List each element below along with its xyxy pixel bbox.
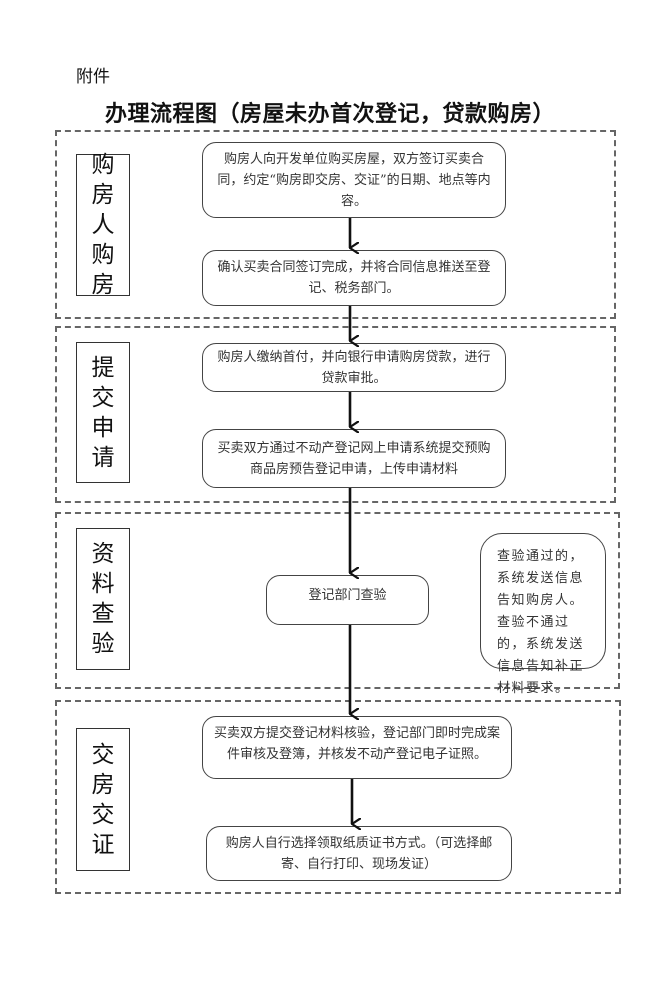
section-label-handover-certificate: 交房交证 (76, 728, 130, 871)
step-confirm-contract: 确认买卖合同签订完成，并将合同信息推送至登记、税务部门。 (202, 250, 506, 306)
section-label-char: 人 (91, 212, 115, 238)
section-label-char: 料 (91, 571, 115, 597)
attachment-label: 附件 (76, 67, 110, 87)
section-label-buyer-purchase: 购房人购房 (76, 152, 130, 298)
page-title: 办理流程图（房屋未办首次登记，贷款购房） (104, 101, 555, 127)
step-verify-and-issue-certificate: 买卖双方提交登记材料核验，登记部门即时完成案件审核及登簿，并核发不动产登记电子证… (202, 716, 512, 779)
section-label-document-verification: 资料查验 (76, 528, 130, 670)
step-sign-contract: 购房人向开发单位购买房屋，双方签订买卖合同，约定“购房即交房、交证”的日期、地点… (202, 142, 506, 218)
section-label-char: 房 (91, 771, 115, 798)
section-submit-application (55, 326, 616, 503)
section-label-char: 资 (91, 541, 115, 567)
section-label-char: 验 (91, 631, 115, 657)
section-label-char: 购 (91, 242, 115, 268)
section-label-char: 房 (91, 272, 115, 298)
section-label-char: 房 (91, 182, 115, 208)
section-label-char: 证 (91, 831, 115, 858)
step-down-payment-loan: 购房人缴纳首付，并向银行申请购房贷款，进行贷款审批。 (202, 343, 506, 392)
section-label-char: 请 (91, 444, 115, 471)
section-label-char: 提 (91, 354, 115, 381)
step-online-application: 买卖双方通过不动产登记网上申请系统提交预购商品房预告登记申请，上传申请材料 (202, 429, 506, 488)
section-handover-certificate (55, 700, 621, 894)
section-label-char: 交 (91, 801, 115, 828)
section-buyer-purchase (55, 130, 616, 319)
section-label-submit-application: 提交申请 (76, 342, 130, 483)
section-label-char: 申 (91, 414, 115, 441)
step-registration-verification: 登记部门查验 (266, 575, 429, 625)
section-label-char: 购 (91, 152, 115, 178)
verification-result-note: 查验通过的，系统发送信息告知购房人。查验不通过的，系统发送信息告知补正材料要求。 (480, 533, 606, 696)
section-label-char: 查 (91, 601, 115, 627)
section-document-verification (55, 512, 620, 689)
step-choose-paper-certificate: 购房人自行选择领取纸质证书方式。（可选择邮寄、自行打印、现场发证） (206, 826, 512, 881)
section-label-char: 交 (91, 384, 115, 411)
section-label-char: 交 (91, 741, 115, 768)
